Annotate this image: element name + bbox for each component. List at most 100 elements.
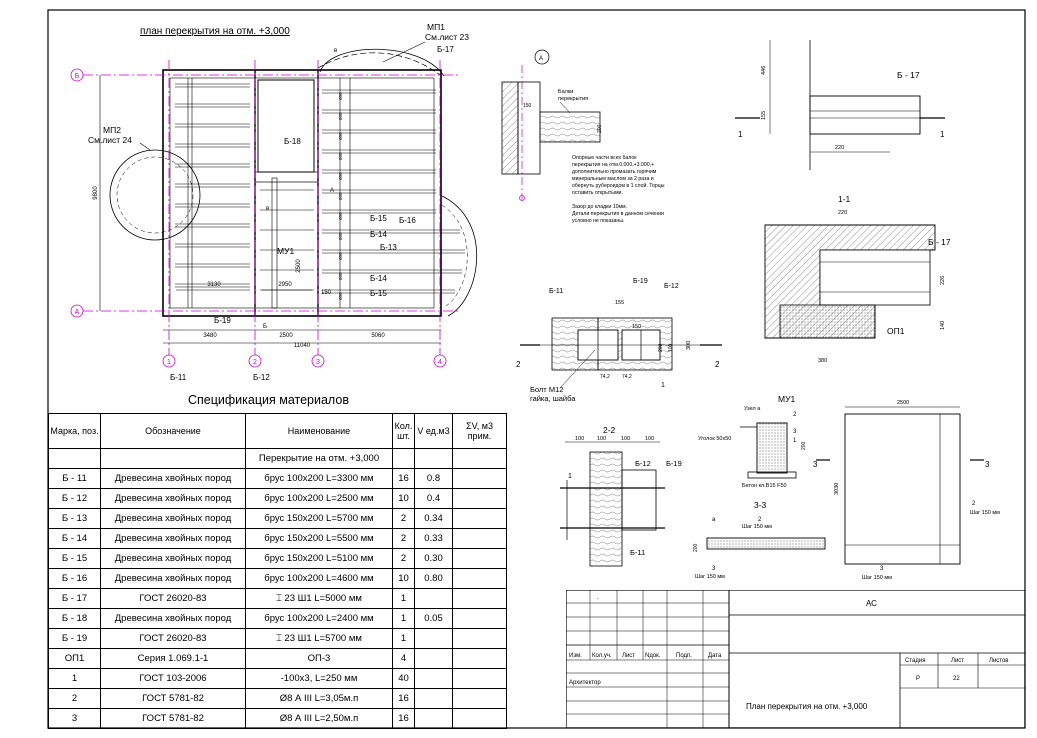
beam-b17: Б-17 xyxy=(437,45,454,54)
beam-b15b: Б-15 xyxy=(370,289,387,298)
bolt-label: Болт М12 xyxy=(530,385,563,394)
beam-b13: Б-13 xyxy=(380,243,397,252)
svg-text:155: 155 xyxy=(615,300,624,306)
svg-text:минеральным маслом за 2 раза и: минеральным маслом за 2 раза и xyxy=(572,176,654,182)
svg-text:600: 600 xyxy=(338,292,343,300)
detail-b17-label: Б - 17 xyxy=(897,70,920,80)
beam-b11: Б-11 xyxy=(170,373,187,382)
svg-text:2500: 2500 xyxy=(296,259,302,273)
detail-b17: 446 155 220 Б - 17 1 1 xyxy=(735,40,945,170)
svg-text:обернуть рубероидом в 1 слой.: обернуть рубероидом в 1 слой. Торцы xyxy=(572,182,665,189)
tb-code: АС xyxy=(866,599,877,608)
spec-section-label: Перекрытие на отм. +3,000 xyxy=(245,448,393,469)
section-2-2: 2-2 100 100 100 100 Б-12 Б-19 Б-11 1 xyxy=(560,425,682,567)
beam-b15a: Б-15 xyxy=(370,214,387,223)
dim-3480: 3480 xyxy=(203,333,217,339)
svg-text:3: 3 xyxy=(813,460,818,469)
section-1-1: 1-1 220 226 140 380 Б - 17 ОП1 xyxy=(764,194,951,364)
svg-text:200: 200 xyxy=(693,543,699,552)
svg-text:2500: 2500 xyxy=(897,400,909,406)
axis-b-label: Б xyxy=(75,73,80,80)
svg-text:600: 600 xyxy=(338,252,343,260)
spec-header-name: Наименование xyxy=(245,413,393,449)
bay-dims: 600 600 600 600 600 600 600 600 600 600 … xyxy=(338,92,343,300)
svg-text:600: 600 xyxy=(338,132,343,140)
beam-b14b: Б-14 xyxy=(370,274,387,283)
svg-text:Б-19: Б-19 xyxy=(633,278,648,285)
svg-text:Б-12: Б-12 xyxy=(664,283,679,290)
i-beam-icon: ⌶ xyxy=(276,593,285,604)
svg-text:3: 3 xyxy=(712,566,716,572)
svg-text:Балки: Балки xyxy=(558,89,573,95)
svg-text:3: 3 xyxy=(793,429,797,435)
svg-text:1: 1 xyxy=(738,130,743,139)
tb-sheet: 22 xyxy=(953,676,960,682)
svg-text:Шаг 150 мм: Шаг 150 мм xyxy=(970,510,1000,516)
tb-col-izm: Изм. xyxy=(569,653,582,659)
spec-section-row: Перекрытие на отм. +3,000 xyxy=(48,448,507,469)
svg-text:Б-11: Б-11 xyxy=(549,288,563,295)
dim-5060: 5060 xyxy=(371,333,385,339)
section-1-1-op1: ОП1 xyxy=(887,326,905,336)
section-3-3: 3-3 а 200 2 Шаг 150 мм 3 Шаг 150 мм xyxy=(693,500,826,580)
svg-text:дополнительно промазать горячи: дополнительно промазать горячим xyxy=(572,169,657,175)
svg-text:3: 3 xyxy=(880,566,884,572)
detail-mu1: МУ1 Узел а Уголок 50х50 Бетон кл.В15 F50… xyxy=(698,394,807,489)
dim-total: 11040 xyxy=(294,343,311,349)
svg-text:2950: 2950 xyxy=(278,282,292,288)
spec-header-volume: V ед.м3 xyxy=(414,413,453,449)
axis-4-label: 4 xyxy=(438,359,442,366)
spec-header-row: Марка, поз. Обозначение Наименование Кол… xyxy=(48,413,507,449)
svg-text:в: в xyxy=(266,206,269,212)
svg-text:Зазор до кладки 10мм.: Зазор до кладки 10мм. xyxy=(572,204,627,210)
svg-text:.: . xyxy=(597,595,599,601)
tb-col-podp: Подп. xyxy=(676,653,692,659)
svg-text:а: а xyxy=(712,517,716,523)
svg-text:2: 2 xyxy=(758,517,762,523)
ref-mp1-sheet: См.лист 23 xyxy=(425,32,469,42)
svg-text:Уголок 50х50: Уголок 50х50 xyxy=(698,436,731,442)
svg-text:600: 600 xyxy=(338,112,343,120)
svg-text:Бетон кл.В15 F50: Бетон кл.В15 F50 xyxy=(742,483,787,489)
svg-text:перекрытия на отм.0.000,+3.000: перекрытия на отм.0.000,+3.000,+ xyxy=(572,162,654,168)
spec-title: Спецификация материалов xyxy=(188,393,349,407)
svg-text:2: 2 xyxy=(793,412,797,418)
axis-3-label: 3 xyxy=(316,359,320,366)
svg-text:1: 1 xyxy=(793,438,797,444)
svg-text:2: 2 xyxy=(516,360,521,369)
svg-text:2: 2 xyxy=(972,501,976,507)
beam-b16: Б-16 xyxy=(399,216,416,225)
svg-text:200: 200 xyxy=(597,124,603,133)
svg-text:в: в xyxy=(334,48,337,54)
tb-col-list: Лист xyxy=(622,653,635,659)
slab-plan: 2500 3030 3 3 2 Шаг 150 мм 3 Шаг 150 мм xyxy=(813,400,1000,581)
svg-text:1: 1 xyxy=(661,382,665,389)
svg-text:226: 226 xyxy=(940,276,946,285)
section-1-1-title: 1-1 xyxy=(838,194,851,204)
axis-bubbles xyxy=(70,68,447,368)
svg-text:1: 1 xyxy=(568,473,572,480)
svg-text:2: 2 xyxy=(715,360,720,369)
svg-text:600: 600 xyxy=(338,192,343,200)
svg-text:220: 220 xyxy=(835,145,844,151)
bay-mp2 xyxy=(109,149,201,241)
ref-mp2-sheet: См.лист 24 xyxy=(88,135,132,145)
svg-text:74,2: 74,2 xyxy=(622,374,632,380)
svg-text:300: 300 xyxy=(686,341,692,350)
svg-text:А: А xyxy=(539,56,543,62)
detail-a-note: Опорные части всех балок перекрытия на о… xyxy=(572,155,665,224)
sheet-frame xyxy=(47,9,1026,729)
beam-b19: Б-19 xyxy=(214,316,231,325)
svg-text:МУ1: МУ1 xyxy=(778,394,795,404)
tb-sheet-name: План перекрытия на отм. +3,000 xyxy=(746,702,868,711)
tb-stage: Р xyxy=(916,676,920,682)
